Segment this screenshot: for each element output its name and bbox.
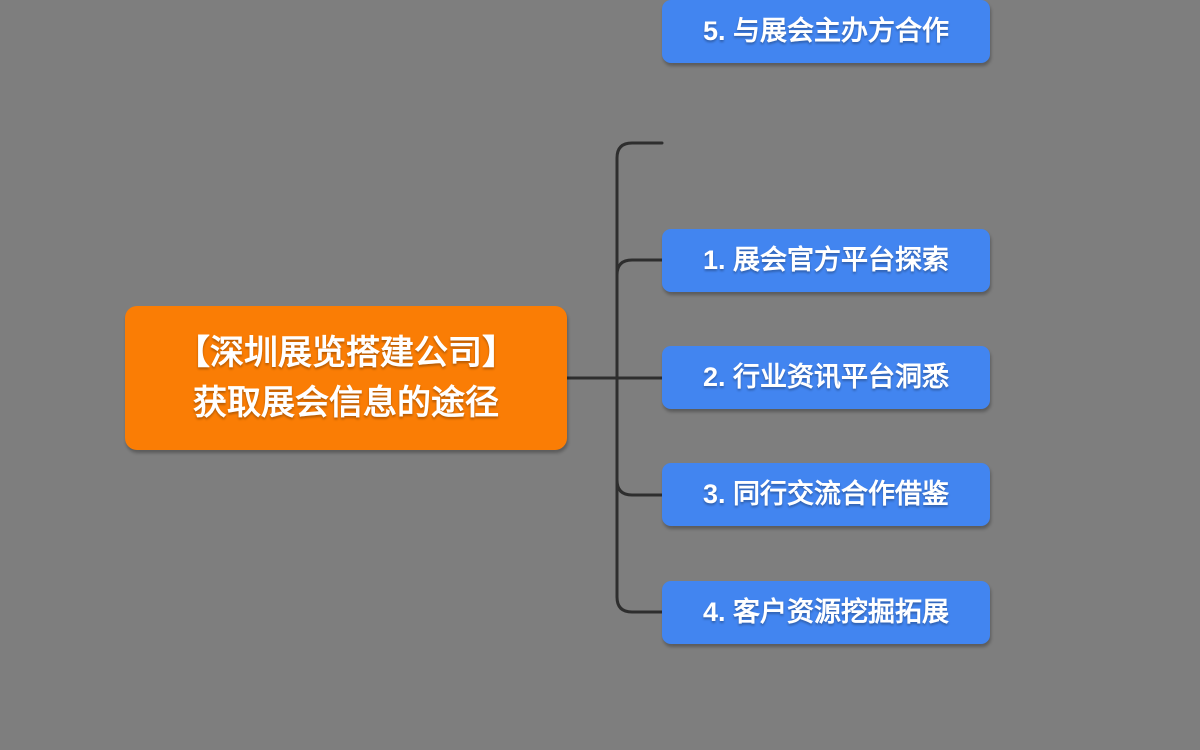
topic-node-5-label: 5. 与展会主办方合作 (702, 16, 950, 46)
topic-node-2[interactable]: 2. 行业资讯平台洞悉 (662, 346, 990, 409)
topic-node-4[interactable]: 4. 客户资源挖掘拓展 (662, 581, 990, 644)
root-topic-label-line2: 获取展会信息的途径 (193, 384, 499, 422)
topic-node-3[interactable]: 3. 同行交流合作借鉴 (662, 463, 990, 526)
topic-node-2-label: 2. 行业资讯平台洞悉 (702, 362, 950, 392)
connector-root-to-node-4 (615, 376, 664, 497)
connector-root-to-node-1 (615, 141, 664, 380)
topic-node-1[interactable]: 1. 展会官方平台探索 (662, 229, 990, 292)
root-topic-label-line1: 【深圳展览搭建公司】 (176, 334, 516, 372)
topic-node-5[interactable]: 5. 与展会主办方合作 (662, 0, 990, 63)
topic-node-3-label: 3. 同行交流合作借鉴 (702, 479, 950, 509)
connector-root-to-node-5 (615, 376, 664, 614)
topic-node-4-label: 4. 客户资源挖掘拓展 (702, 597, 950, 627)
connector-root-to-node-2 (615, 258, 664, 380)
topic-node-1-label: 1. 展会官方平台探索 (702, 245, 950, 275)
root-topic-node[interactable]: 【深圳展览搭建公司】 获取展会信息的途径 (125, 306, 567, 450)
